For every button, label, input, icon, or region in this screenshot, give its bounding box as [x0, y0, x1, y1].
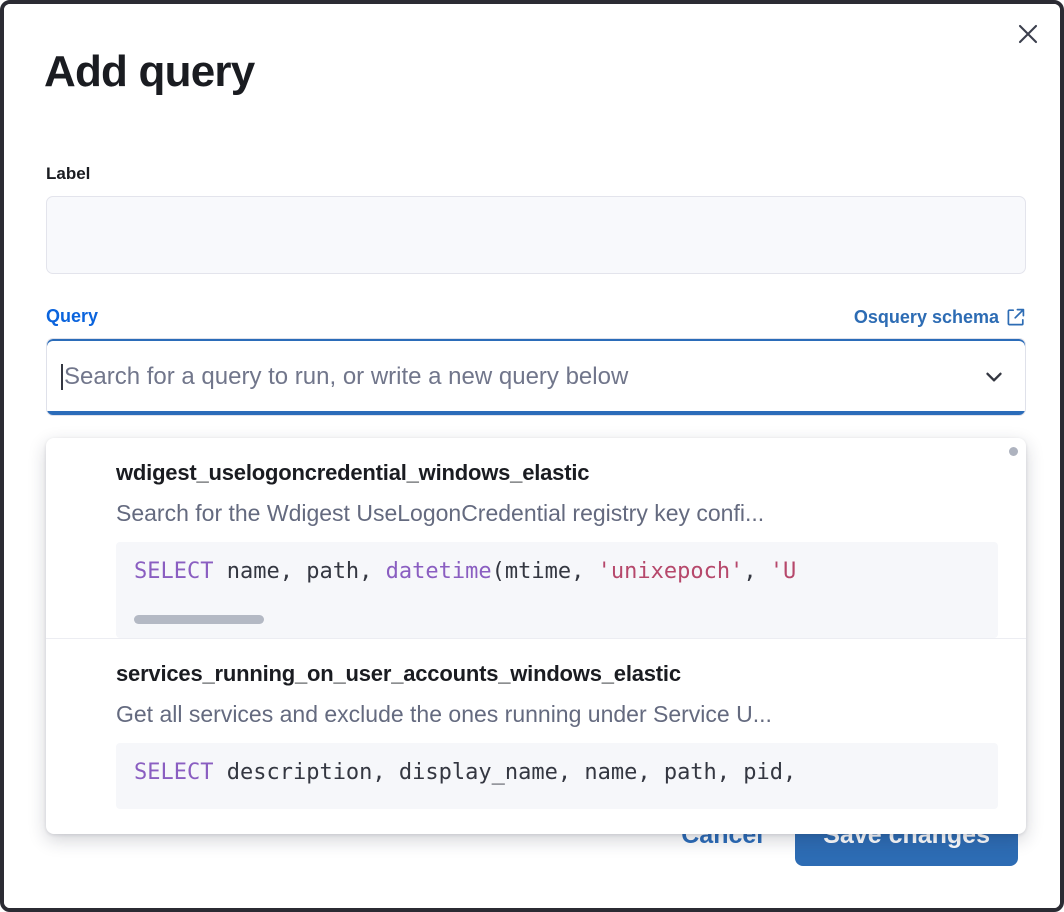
query-field-label: Query: [46, 306, 99, 327]
query-suggestions-dropdown: wdigest_uselogoncredential_windows_elast…: [46, 438, 1026, 834]
list-item[interactable]: services_running_on_user_accounts_window…: [46, 637, 1026, 809]
query-search-input[interactable]: Search for a query to run, or write a ne…: [64, 364, 629, 389]
dropdown-list: wdigest_uselogoncredential_windows_elast…: [46, 438, 1026, 834]
close-icon: [1017, 23, 1039, 45]
chevron-down-icon[interactable]: [977, 360, 1011, 394]
suggestion-description: Get all services and exclude the ones ru…: [116, 701, 772, 728]
sql-code-line: SELECT name, path, datetime(mtime, 'unix…: [134, 558, 998, 586]
add-query-modal: Add query Label Query Osquery schema: [4, 4, 1060, 908]
sql-token-kw: SELECT: [134, 558, 214, 584]
text-caret: [61, 363, 63, 390]
sql-token-kw: SELECT: [134, 759, 214, 785]
sql-token-str: 'U: [769, 558, 797, 584]
suggestion-sql-preview: SELECT description, display_name, name, …: [116, 742, 998, 809]
sql-token-pl: description, display_name, name, path, p…: [213, 759, 797, 785]
sql-token-pl: (mtime,: [491, 558, 598, 584]
suggestion-sql-preview: SELECT name, path, datetime(mtime, 'unix…: [116, 541, 998, 638]
osquery-schema-link[interactable]: Osquery schema: [854, 307, 1026, 328]
close-button[interactable]: [1010, 16, 1046, 52]
sql-token-fn: datetime: [385, 558, 492, 584]
label-field-label: Label: [46, 164, 91, 183]
dropdown-vertical-scrollbar[interactable]: [1009, 447, 1018, 456]
suggestion-title: services_running_on_user_accounts_window…: [116, 660, 681, 686]
form-area: Label Query Osquery schema: [46, 164, 1026, 416]
query-search-combobox[interactable]: Search for a query to run, or write a ne…: [46, 337, 1026, 416]
query-header: Query Osquery schema: [46, 306, 1026, 328]
osquery-schema-link-label: Osquery schema: [853, 306, 999, 327]
external-link-icon: [1006, 307, 1026, 327]
page-title: Add query: [44, 47, 255, 96]
suggestion-description: Search for the Wdigest UseLogonCredentia…: [116, 500, 765, 527]
sql-token-str: 'unixepoch': [597, 558, 744, 584]
sql-code-line: SELECT description, display_name, name, …: [134, 759, 998, 787]
sql-horizontal-scrollbar[interactable]: [134, 614, 264, 624]
sql-token-pl: ,: [743, 558, 770, 584]
sql-token-pl: name, path,: [213, 558, 386, 584]
list-item[interactable]: wdigest_uselogoncredential_windows_elast…: [46, 438, 1026, 638]
label-input[interactable]: [46, 196, 1026, 275]
suggestion-title: wdigest_uselogoncredential_windows_elast…: [116, 460, 590, 485]
